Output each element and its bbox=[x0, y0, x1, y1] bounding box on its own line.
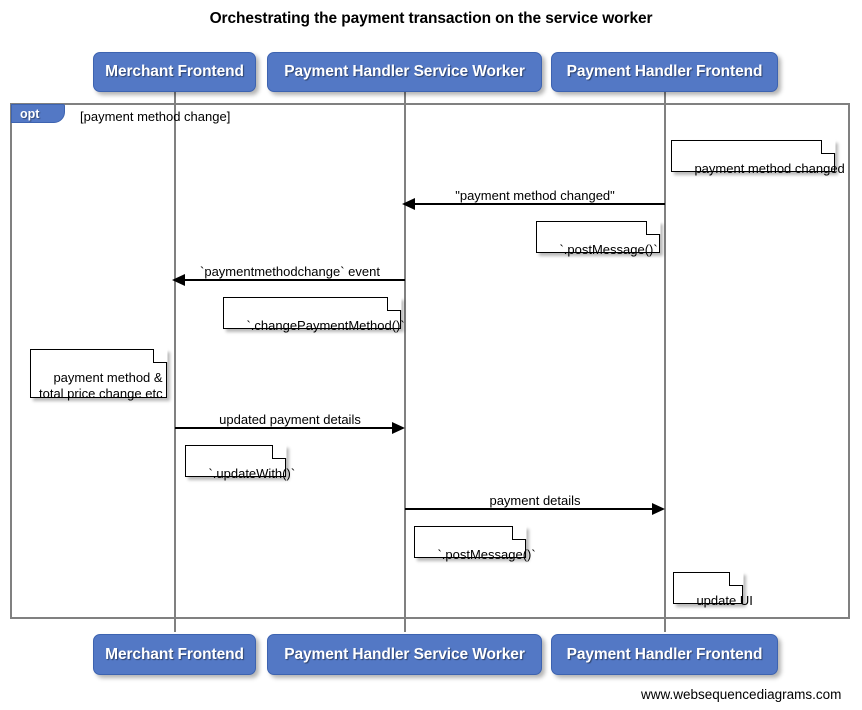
opt-fragment-tab: opt bbox=[11, 104, 65, 123]
participant-bottom-payment-handler-frontend[interactable]: Payment Handler Frontend bbox=[551, 634, 778, 675]
note-fold-icon bbox=[152, 347, 167, 363]
message-label-payment-method-changed: "payment method changed" bbox=[455, 188, 615, 203]
opt-fragment-tab-label: opt bbox=[20, 106, 40, 121]
note-fold-icon bbox=[511, 524, 526, 540]
note-payment-method-changed: payment method changed bbox=[671, 138, 845, 176]
participant-top-payment-handler-service-worker[interactable]: Payment Handler Service Worker bbox=[267, 52, 542, 92]
footer-watermark-url: www.websequencediagrams.com bbox=[641, 687, 842, 702]
page-title: Orchestrating the payment transaction on… bbox=[209, 10, 653, 27]
arrow-head-updated-payment-details bbox=[392, 422, 405, 434]
note-post-message-2: `.postMessage()` bbox=[414, 524, 536, 562]
note-post-message-1: `.postMessage()` bbox=[536, 219, 661, 257]
note-update-ui: update UI bbox=[673, 570, 753, 608]
participant-top-payment-handler-frontend[interactable]: Payment Handler Frontend bbox=[551, 52, 778, 92]
lifeline-payment-handler-service-worker bbox=[404, 92, 406, 632]
arrow-head-paymentmethodchange-event bbox=[172, 274, 185, 286]
participant-label: Payment Handler Frontend bbox=[566, 63, 763, 80]
message-line-payment-method-changed bbox=[414, 203, 665, 205]
participant-bottom-merchant-frontend[interactable]: Merchant Frontend bbox=[93, 634, 256, 675]
message-line-paymentmethodchange-event bbox=[184, 279, 405, 281]
note-fold-icon bbox=[728, 570, 743, 586]
message-label-paymentmethodchange-event: `paymentmethodchange` event bbox=[200, 264, 380, 279]
note-text: `.changePaymentMethod()` bbox=[246, 318, 405, 333]
participant-label: Payment Handler Service Worker bbox=[284, 645, 525, 663]
note-fold-icon bbox=[645, 219, 660, 235]
note-fold-icon bbox=[386, 295, 401, 311]
participant-label: Merchant Frontend bbox=[105, 63, 244, 80]
arrow-head-payment-method-changed bbox=[402, 198, 415, 210]
message-label-updated-payment-details: updated payment details bbox=[219, 412, 361, 427]
note-fold-icon bbox=[271, 443, 286, 459]
note-text: `.postMessage()` bbox=[559, 242, 658, 257]
participant-label: Merchant Frontend bbox=[105, 645, 244, 663]
message-line-updated-payment-details bbox=[175, 427, 394, 429]
note-text: payment method & total price change etc bbox=[39, 370, 163, 401]
message-line-payment-details bbox=[405, 508, 654, 510]
participant-top-merchant-frontend[interactable]: Merchant Frontend bbox=[93, 52, 256, 92]
opt-fragment-frame bbox=[10, 103, 850, 619]
note-fold-icon bbox=[820, 138, 835, 154]
note-text: `.postMessage()` bbox=[437, 547, 536, 562]
lifeline-payment-handler-frontend bbox=[664, 92, 666, 632]
arrow-head-payment-details bbox=[652, 503, 665, 515]
note-text: payment method changed bbox=[694, 161, 845, 176]
note-update-with: `.updateWith()` bbox=[185, 443, 295, 481]
opt-fragment-guard: [payment method change] bbox=[80, 109, 231, 124]
lifeline-merchant-frontend bbox=[174, 92, 176, 632]
participant-bottom-payment-handler-service-worker[interactable]: Payment Handler Service Worker bbox=[267, 634, 542, 675]
participant-label: Payment Handler Service Worker bbox=[284, 63, 525, 80]
note-text: update UI bbox=[696, 593, 753, 608]
note-change-payment-method: `.changePaymentMethod()` bbox=[223, 295, 405, 333]
participant-label: Payment Handler Frontend bbox=[566, 645, 763, 663]
note-text: `.updateWith()` bbox=[208, 466, 296, 481]
message-label-payment-details: payment details bbox=[489, 493, 581, 508]
note-payment-method-total-price-change: payment method & total price change etc bbox=[30, 347, 168, 401]
